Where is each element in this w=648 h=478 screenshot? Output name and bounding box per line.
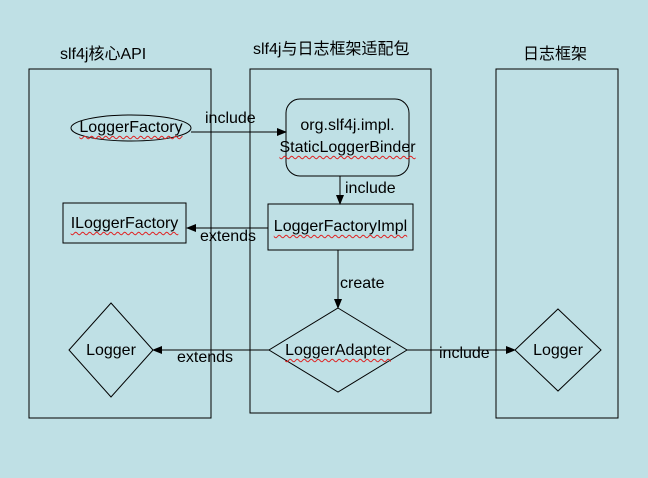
logger-factory-impl-label: LoggerFactoryImpl (273, 218, 408, 235)
logger-api-node (68, 302, 154, 398)
api-column-box (28, 68, 212, 419)
logger-framework-node (514, 308, 602, 392)
ilogger-factory-label: ILoggerFactory (70, 215, 179, 232)
logger-adapter-label: LoggerAdapter (285, 342, 391, 359)
framework-column-box (495, 68, 619, 419)
edge-include-2-label: include (345, 180, 396, 197)
logger-adapter-node (268, 307, 408, 393)
logger-factory-label: LoggerFactory (79, 119, 183, 136)
static-binder-node (285, 98, 410, 177)
ilogger-factory-node (62, 202, 187, 244)
edge-include-3-label: include (439, 345, 490, 362)
framework-column-title: 日志框架 (523, 46, 588, 63)
adapter-column-title: slf4j与日志框架适配包 (253, 41, 410, 58)
static-binder-label-line2: StaticLoggerBinder (279, 139, 416, 156)
edge-extends-1-label: extends (200, 228, 257, 245)
edge-include-1-label: include (205, 110, 256, 127)
static-binder-label-line1: org.slf4j.impl. (300, 117, 395, 134)
logger-api-label: Logger (86, 342, 136, 359)
edge-create-label: create (340, 275, 385, 292)
logger-factory-node (70, 114, 192, 142)
logger-framework-label: Logger (533, 342, 583, 359)
adapter-column-box (249, 68, 432, 414)
api-column-title: slf4j核心API (60, 46, 147, 63)
edge-extends-2-label: extends (177, 349, 234, 366)
